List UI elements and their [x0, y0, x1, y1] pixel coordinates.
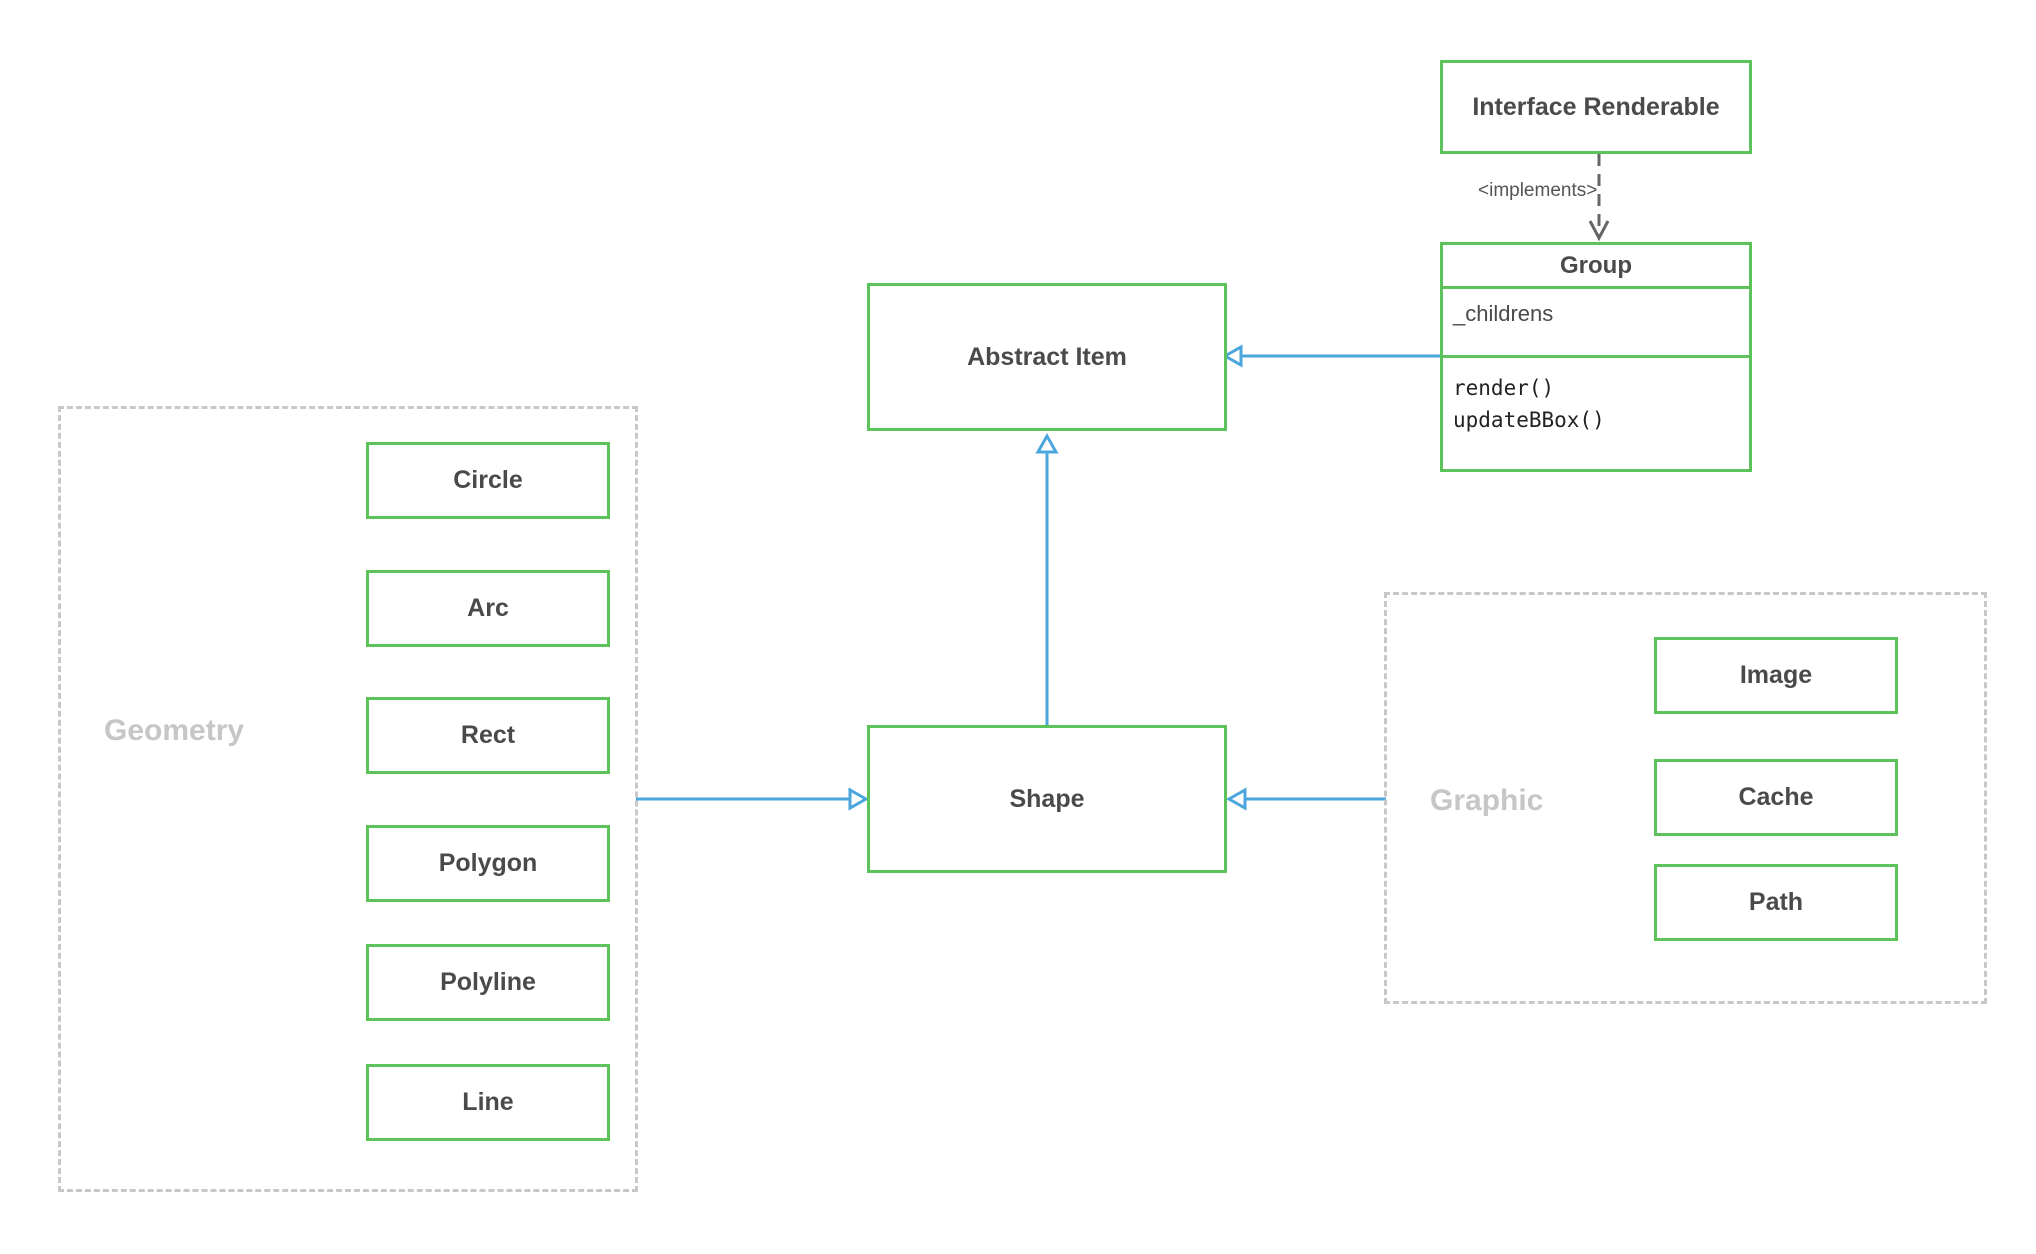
arc-node: Arc [366, 570, 610, 647]
interface-renderable-node: Interface Renderable [1440, 60, 1752, 154]
geometry-group-label: Geometry [104, 714, 245, 747]
group-class-attributes: _childrens [1443, 289, 1749, 358]
arrowhead-shape-right [1225, 787, 1247, 811]
group-class-methods: render() updateBBox() [1443, 358, 1749, 450]
graphic-group-label: Graphic [1430, 784, 1544, 817]
image-node: Image [1654, 637, 1898, 714]
arrowhead-shape-left [848, 787, 870, 811]
group-method-render: render() [1453, 376, 1555, 400]
polygon-node: Polygon [366, 825, 610, 902]
cache-node: Cache [1654, 759, 1898, 836]
arrowhead-abstract-item-right [1221, 344, 1243, 368]
shape-node: Shape [867, 725, 1227, 873]
polyline-node: Polyline [366, 944, 610, 1021]
group-class-title: Group [1443, 245, 1749, 289]
graphic-group [1384, 592, 1987, 1004]
group-class-box: Group _childrens render() updateBBox() [1440, 242, 1752, 472]
line-node: Line [366, 1064, 610, 1141]
implements-label: <implements> [1478, 180, 1598, 201]
abstract-item-node: Abstract Item [867, 283, 1227, 431]
path-node: Path [1654, 864, 1898, 941]
rect-node: Rect [366, 697, 610, 774]
geometry-group [58, 406, 638, 1192]
group-attribute-childrens: _childrens [1453, 301, 1554, 326]
group-method-update-bbox: updateBBox() [1453, 408, 1605, 432]
arrowhead-implements [1588, 220, 1610, 242]
circle-node: Circle [366, 442, 610, 519]
arrowhead-abstract-item-bottom [1035, 432, 1059, 454]
